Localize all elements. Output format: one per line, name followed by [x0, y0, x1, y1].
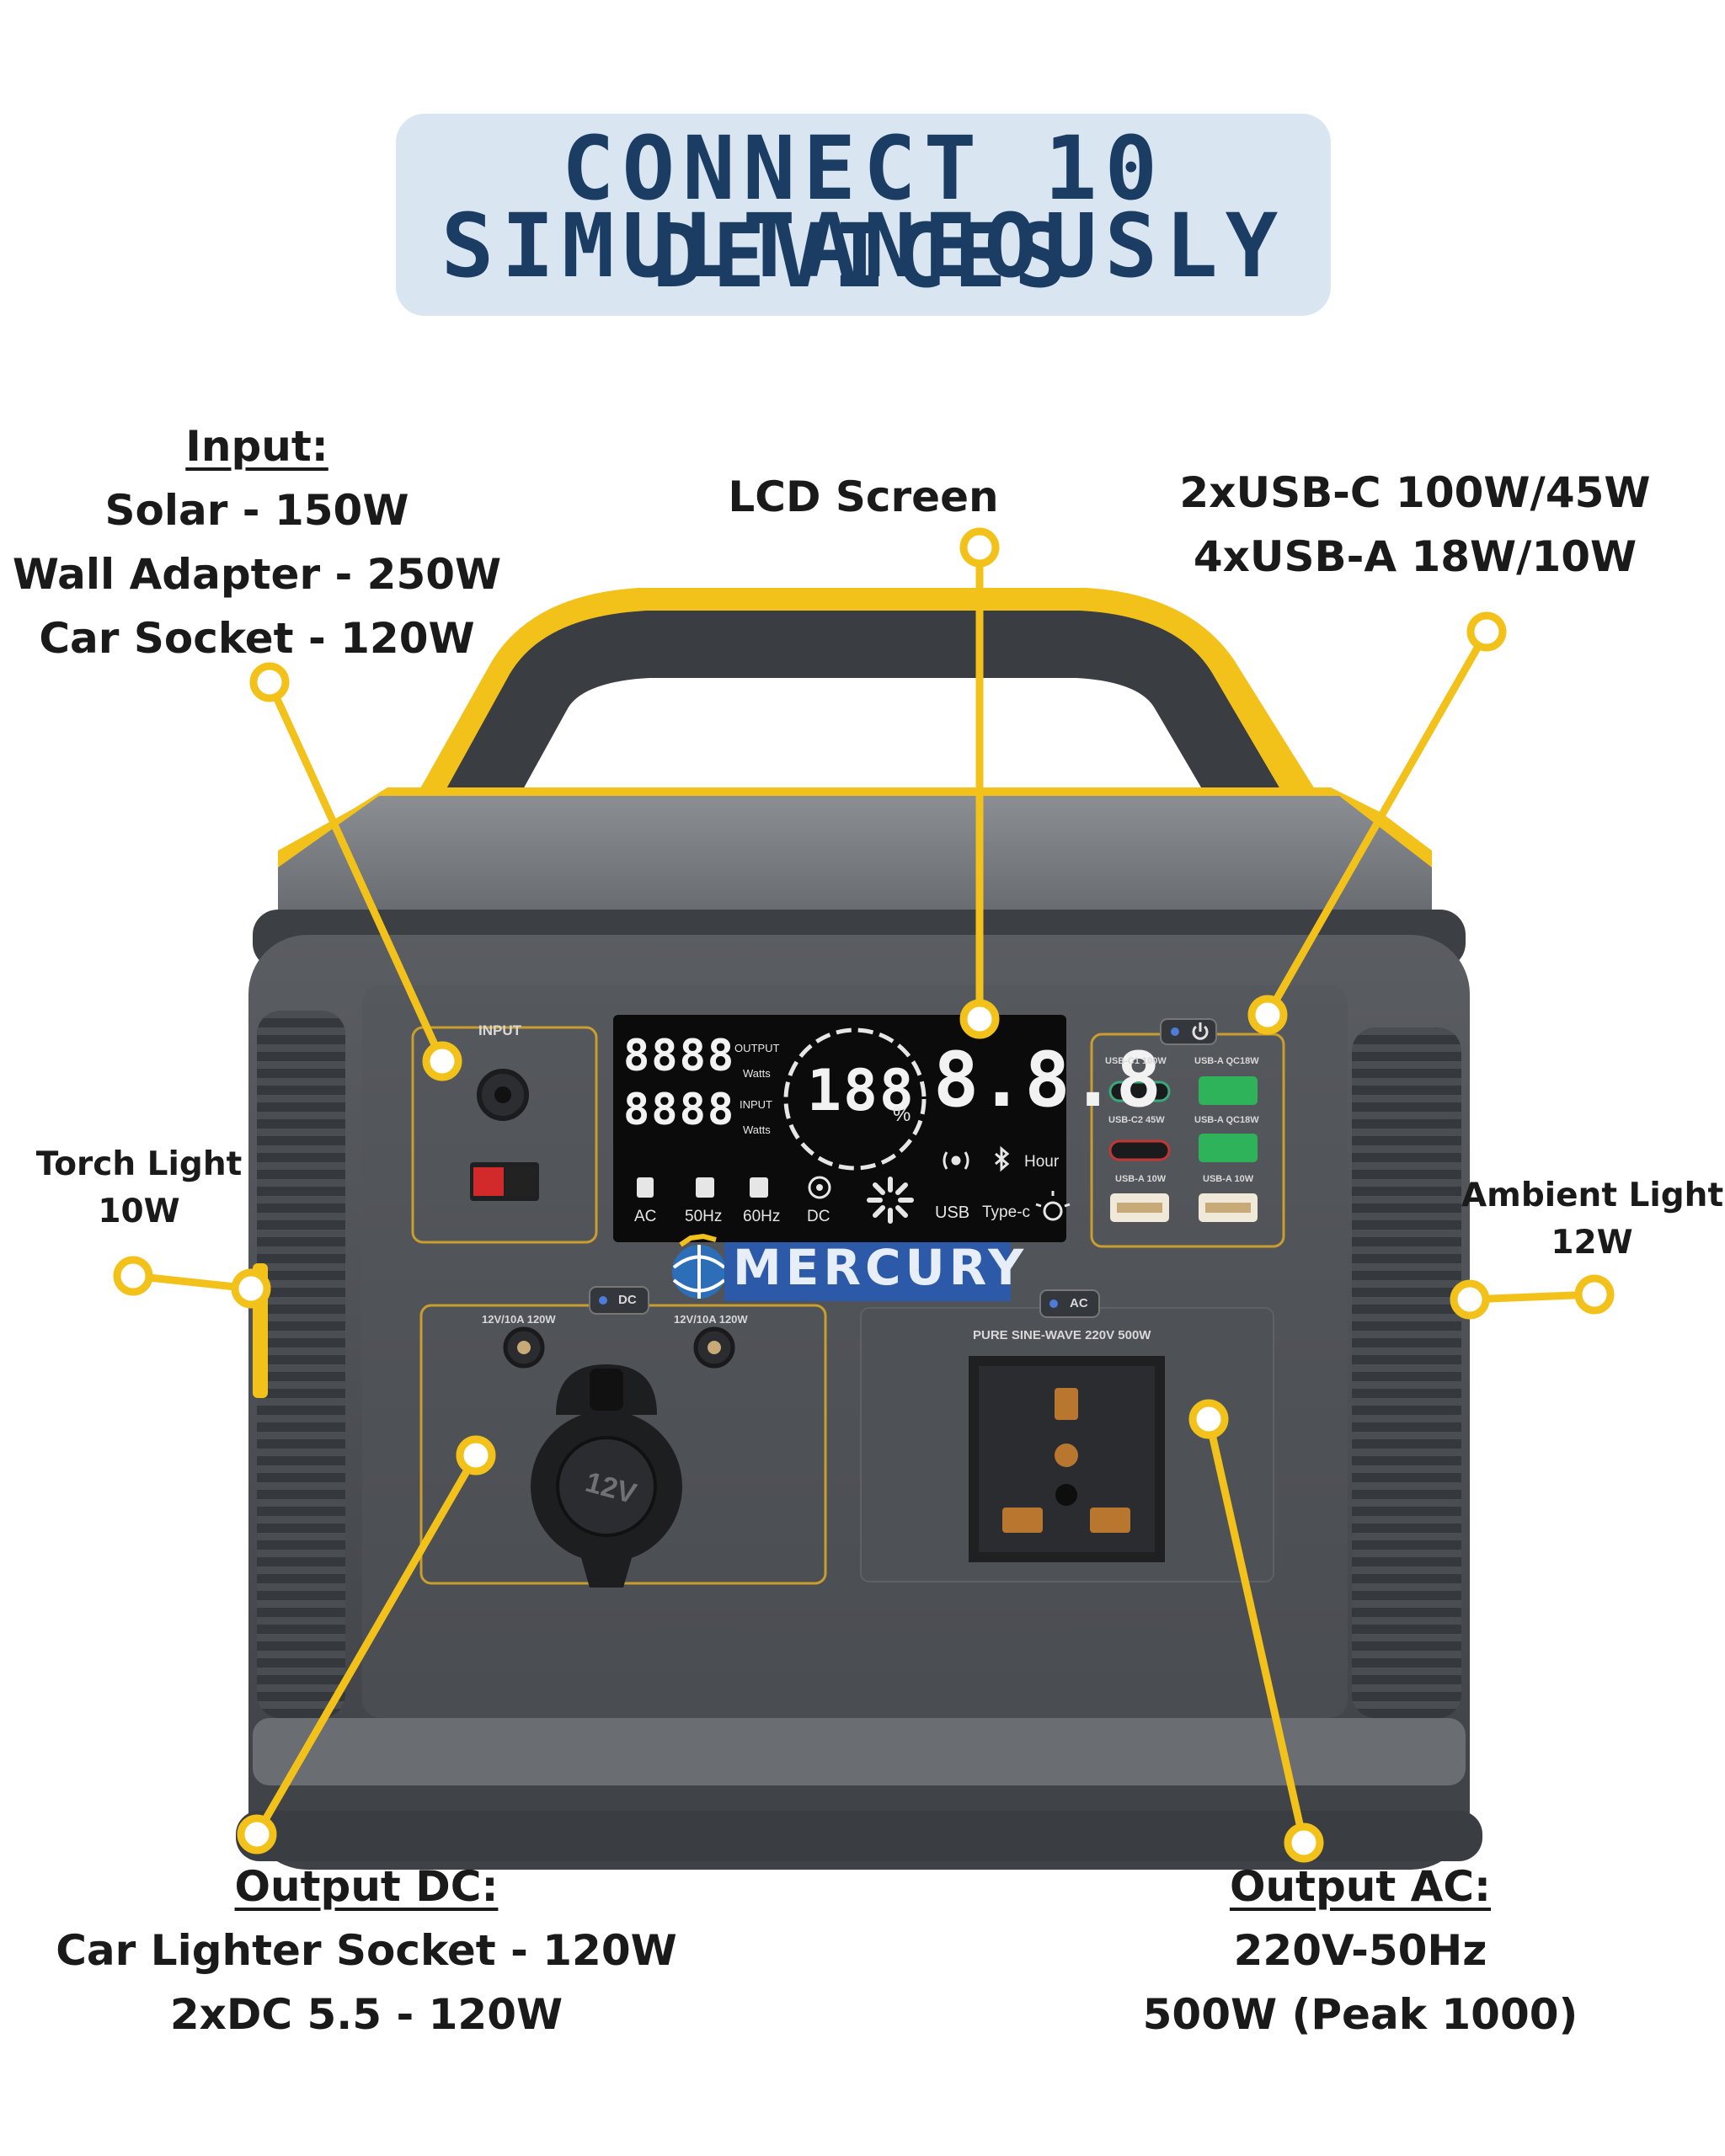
lcd-hour-label: Hour [1024, 1153, 1060, 1171]
fan-icon [867, 1177, 914, 1224]
callout-torch: Torch Light 10W [17, 1148, 261, 1242]
callout-input-heading: Input: [185, 422, 328, 471]
lcd-input-label: INPUT [740, 1098, 772, 1111]
headline-banner [396, 114, 1331, 316]
light-bulb-icon [1035, 1191, 1071, 1221]
callout-input-line-2: Wall Adapter - 250W [12, 550, 502, 599]
callout-usb-line-1: 2xUSB-C 100W/45W [1179, 468, 1651, 517]
power-icon [1192, 1022, 1209, 1040]
lcd-typec-label: Type-c [982, 1203, 1031, 1221]
lcd-hours-value: 8.8.8 [933, 1036, 1162, 1124]
lcd-icon-label-ac: AC [634, 1208, 657, 1225]
dc-port-label-2: 12V/10A 120W [674, 1313, 748, 1326]
usb-a-qc-port-2 [1199, 1134, 1258, 1162]
side-grip-left [257, 1011, 345, 1718]
callout-output-dc-line-2: 2xDC 5.5 - 120W [169, 1990, 563, 2039]
usb-port-label-6: USB-A 10W [1203, 1174, 1254, 1184]
callout-input-line-3: Car Socket - 120W [39, 614, 475, 663]
callout-output-ac: Output AC: 220V-50Hz 500W (Peak 1000) [1103, 1865, 1617, 2057]
car-lighter-socket [531, 1364, 682, 1588]
callout-torch-line-1: Torch Light [35, 1145, 243, 1183]
lcd-output-label: OUTPUT [734, 1042, 780, 1054]
callout-output-ac-line-1: 220V-50Hz [1233, 1926, 1487, 1975]
callout-output-ac-heading: Output AC: [1229, 1862, 1492, 1911]
ac-universal-socket [969, 1356, 1165, 1562]
usb-a-qc-port-1 [1199, 1076, 1258, 1105]
input-panel [411, 1026, 598, 1244]
callout-usb: 2xUSB-C 100W/45W 4xUSB-A 18W/10W [1146, 472, 1685, 600]
dc-button-label: DC [618, 1293, 637, 1307]
callout-output-dc: Output DC: Car Lighter Socket - 120W 2xD… [51, 1865, 682, 2057]
callout-lcd: LCD Screen [691, 476, 1036, 540]
callout-input: Input: Solar - 150W Wall Adapter - 250W … [0, 425, 514, 681]
anderson-connector [470, 1162, 539, 1201]
lcd-icon-label-60hz: 60Hz [743, 1208, 781, 1225]
callout-output-dc-line-1: Car Lighter Socket - 120W [56, 1926, 677, 1975]
dc-port-label-1: 12V/10A 120W [482, 1313, 556, 1326]
input-label: INPUT [478, 1022, 521, 1038]
usb-port-label-2: USB-A QC18W [1194, 1056, 1259, 1066]
bluetooth-icon [995, 1145, 1010, 1172]
callout-dots [113, 527, 1615, 1863]
headline-line-1: CONNECT 10 DEVICES [561, 117, 1166, 307]
callout-ambient-line-1: Ambient Light [1461, 1177, 1724, 1214]
mercury-logo-icon [672, 1233, 726, 1299]
headline-line-2: SIMULTANEOUSLY [441, 195, 1286, 297]
lcd-watts-label-2: Watts [743, 1123, 771, 1136]
wireless-icon [943, 1151, 969, 1170]
ac-button [1039, 1289, 1100, 1318]
lcd-screen [613, 1015, 1066, 1242]
lcd-battery-value: 188 [807, 1058, 916, 1124]
callout-ambient: Ambient Light 12W [1461, 1177, 1724, 1273]
lcd-percent-sign: % [893, 1103, 911, 1126]
lcd-icon-label-50hz: 50Hz [685, 1208, 723, 1225]
usb-port-label-5: USB-A 10W [1115, 1174, 1167, 1184]
ac-button-label: AC [1070, 1296, 1088, 1310]
callout-output-ac-line-2: 500W (Peak 1000) [1142, 1990, 1578, 2039]
callout-torch-line-2: 10W [98, 1193, 180, 1230]
lcd-icon-label-dc: DC [807, 1208, 830, 1225]
callout-usb-line-2: 4xUSB-A 18W/10W [1193, 532, 1637, 581]
usb-port-label-1: USB-C1 100W [1105, 1056, 1167, 1066]
callout-ambient-line-2: 12W [1551, 1224, 1633, 1262]
callout-input-line-1: Solar - 150W [104, 486, 409, 535]
lcd-usb-label: USB [935, 1203, 970, 1222]
lcd-watts-label-1: Watts [743, 1067, 771, 1080]
lcd-top-digits: 8888 [623, 1031, 736, 1081]
callout-output-dc-heading: Output DC: [234, 1862, 499, 1911]
brand-name: MERCURY [733, 1239, 1028, 1296]
ac-output-label: PURE SINE-WAVE 220V 500W [973, 1328, 1151, 1342]
lcd-small-icons [637, 1176, 831, 1199]
usb-port-label-3: USB-C2 45W [1108, 1115, 1165, 1125]
callout-lcd-heading: LCD Screen [728, 472, 999, 521]
lcd-bottom-digits: 8888 [623, 1085, 736, 1135]
dc-button [589, 1286, 649, 1315]
side-grip-right [1352, 1027, 1461, 1718]
usb-c2-port [1108, 1139, 1171, 1161]
usb-port-label-4: USB-A QC18W [1194, 1115, 1259, 1125]
usb-c1-port [1108, 1081, 1171, 1102]
carry-handle [413, 588, 1322, 834]
